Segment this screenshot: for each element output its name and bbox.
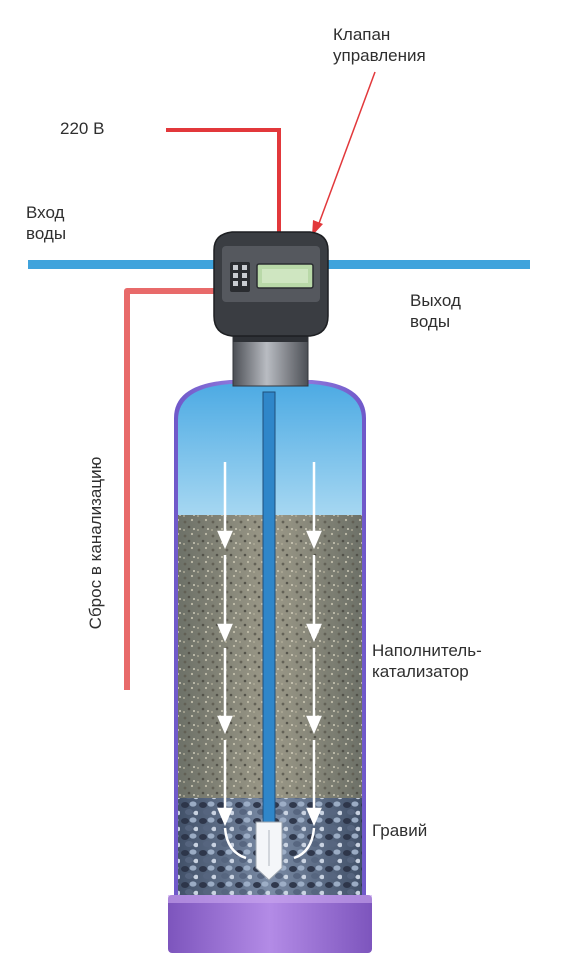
label-drain: Сброс в канализацию <box>86 456 105 630</box>
power-line <box>166 128 281 238</box>
label-voltage: 220 В <box>60 119 105 138</box>
label-water-out: Выход воды <box>410 291 461 331</box>
valve-neck <box>232 335 309 387</box>
tank-base <box>168 895 372 953</box>
drain-line <box>124 288 214 690</box>
label-control-valve: Клапан управления <box>333 25 426 65</box>
riser-tube <box>262 391 276 833</box>
keypad-icon <box>230 262 250 292</box>
flow-arrows-left <box>217 462 247 860</box>
label-water-in: Вход воды <box>26 203 67 243</box>
label-gravel: Гравий <box>372 821 428 840</box>
label-filler: Наполнитель- катализатор <box>372 641 482 681</box>
valve-pointer-arrowhead <box>312 220 323 236</box>
valve-pointer-line <box>317 71 376 227</box>
flow-arrows-right <box>293 462 322 860</box>
